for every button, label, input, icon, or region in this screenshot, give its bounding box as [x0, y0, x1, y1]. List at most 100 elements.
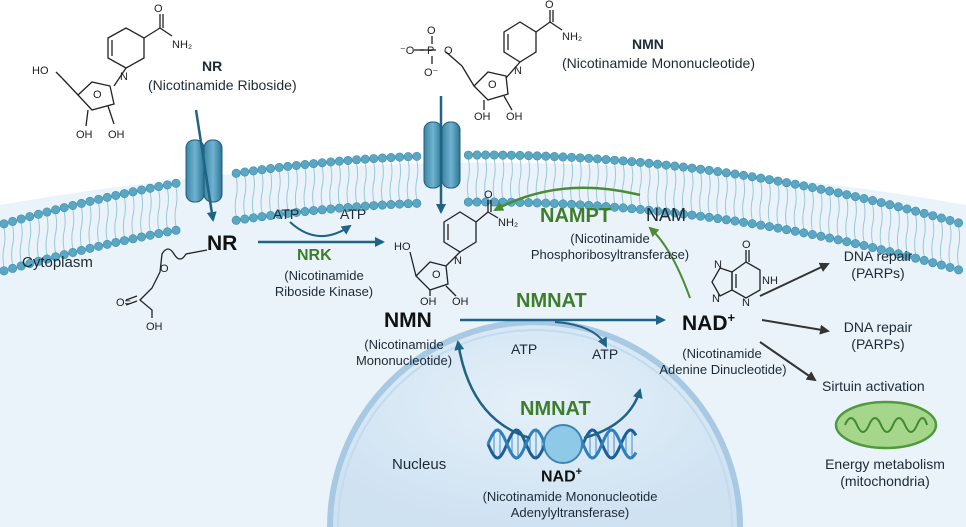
lipid-tail — [363, 182, 366, 203]
nr-amide-nh2-label: NH₂ — [172, 39, 192, 51]
mitochondrion-icon — [834, 400, 938, 450]
lipid-tail — [905, 231, 908, 253]
lipid-head — [584, 153, 594, 163]
lipid-tail — [54, 232, 57, 253]
lipid-tail — [251, 193, 254, 214]
lipid-head — [102, 239, 112, 249]
lipid-head — [945, 262, 955, 272]
lipid-tail — [20, 222, 23, 244]
lipid-head — [911, 253, 921, 263]
lipid-head — [489, 150, 499, 160]
lipid-tail — [484, 177, 487, 199]
nad-cyto-charge: + — [727, 310, 736, 325]
lipid-head — [739, 170, 749, 180]
lipid-head — [678, 209, 688, 219]
lipid-head — [696, 164, 706, 174]
nmn-phosphate-o-left-label: ⁻O — [400, 45, 415, 57]
lipid-tail — [270, 172, 273, 193]
lipid-head — [240, 214, 250, 224]
lipid-head — [412, 151, 422, 161]
lipid-head — [334, 156, 344, 166]
lipid-tail — [277, 190, 280, 211]
lipid-tail — [871, 223, 874, 244]
lipid-tail — [570, 180, 573, 201]
lipid-tail — [613, 183, 616, 204]
lipid-tail — [502, 159, 505, 180]
lipid-head — [670, 208, 680, 218]
lipid-tail — [767, 202, 770, 223]
lipid-head — [601, 155, 611, 165]
lipid-head — [790, 179, 800, 189]
lipid-tail — [269, 191, 272, 212]
lipid-tail — [399, 160, 402, 182]
lipid-head — [696, 211, 706, 221]
nmn-phosphate-o-top-label: O — [427, 25, 436, 37]
lipid-tail — [364, 163, 367, 184]
lipid-tail — [415, 179, 418, 200]
lipid-tail — [131, 214, 134, 235]
lipid-head — [816, 184, 826, 194]
lipid-head — [610, 202, 620, 212]
lipid-tail — [312, 186, 315, 207]
lipid-tail — [743, 179, 746, 200]
lipid-head — [137, 185, 147, 195]
lipid-tail — [88, 224, 91, 245]
lipid-tail — [372, 181, 375, 202]
lipid-tail — [880, 206, 883, 227]
lipid-head — [575, 153, 585, 163]
lipid-tail — [536, 159, 539, 180]
lipid-tail — [510, 159, 513, 180]
lipid-tail — [12, 225, 15, 246]
lipid-tail — [313, 167, 316, 188]
lipid-tail — [639, 166, 642, 187]
lipid-tail — [174, 206, 177, 227]
lipid-head — [627, 204, 637, 214]
lipid-tail — [819, 212, 822, 233]
lipid-tail — [475, 177, 478, 199]
adenine-o-label: O — [742, 239, 751, 251]
nrk-atp-in-label: ATP — [273, 206, 300, 222]
lipid-head — [102, 192, 112, 202]
lipid-tail — [562, 160, 565, 182]
energy-metabolism-line1: Energy metabolism — [825, 456, 945, 472]
lipid-tail — [828, 213, 831, 235]
lipid-head — [16, 214, 26, 224]
lipid-head — [0, 219, 9, 229]
lipid-tail — [750, 199, 753, 220]
lipid-tail — [45, 234, 48, 256]
lipid-head — [68, 200, 78, 210]
lipid-head — [300, 160, 310, 170]
lipid-tail — [261, 173, 264, 194]
dna-repair-2-line2: (PARPs) — [851, 336, 905, 352]
lipid-tail — [148, 211, 151, 232]
lipid-head — [567, 152, 577, 162]
lipid-head — [739, 217, 749, 227]
lipid-head — [850, 239, 860, 249]
lipid-tail — [501, 178, 504, 199]
lipid-tail — [46, 215, 49, 237]
lipid-tail — [476, 158, 479, 180]
lipid-tail — [518, 178, 521, 199]
nad-to-dna-repair-1-arrow — [759, 262, 830, 297]
adenine-nh-label: NH — [762, 275, 778, 287]
lipid-head — [343, 155, 353, 165]
lipid-head — [76, 198, 86, 208]
lipid-tail — [802, 208, 805, 229]
lipid-tail — [664, 187, 667, 209]
lipid-tail — [3, 227, 6, 248]
lipid-head — [111, 237, 121, 247]
lipid-tail — [630, 184, 633, 205]
lipid-tail — [707, 193, 710, 214]
lipid-head — [592, 154, 602, 164]
lipid-head — [713, 214, 723, 224]
lipid-head — [145, 183, 155, 193]
lipid-head — [317, 158, 327, 168]
lipid-head — [283, 208, 293, 218]
lipid-head — [721, 168, 731, 178]
lipid-tail — [897, 210, 900, 231]
nr-transporter-channel — [185, 139, 223, 203]
dna-repair-1-line2: (PARPs) — [851, 265, 905, 281]
lipid-tail — [742, 198, 745, 219]
lipid-head — [893, 202, 903, 212]
nr-sidechain-icon — [125, 248, 208, 318]
